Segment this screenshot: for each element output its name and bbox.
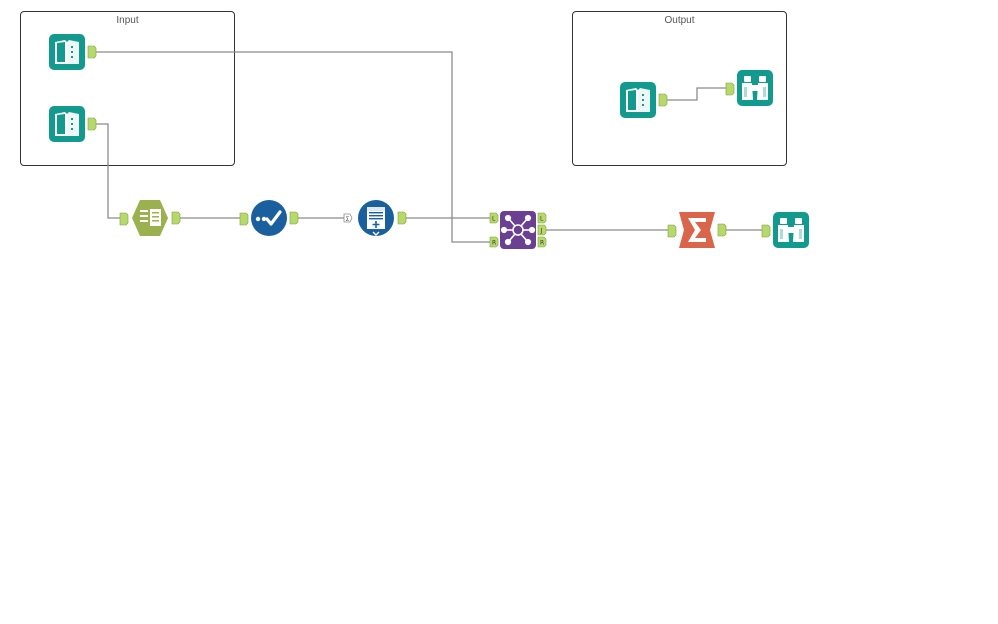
book-icon bbox=[55, 112, 79, 136]
text-to-columns-tool[interactable] bbox=[118, 199, 182, 237]
svg-text:L: L bbox=[492, 216, 496, 223]
output-input-data-tool[interactable] bbox=[619, 82, 669, 120]
output-container-title: Output bbox=[664, 15, 695, 26]
svg-text:R: R bbox=[540, 240, 544, 247]
summarize-tool[interactable] bbox=[666, 211, 728, 251]
table-columns-icon bbox=[140, 209, 161, 226]
browse-tool[interactable] bbox=[760, 212, 812, 250]
input-data-tool-1[interactable] bbox=[48, 34, 98, 72]
wire-input2-to-texttocols bbox=[96, 123, 122, 219]
append-fields-tool[interactable]: Σ bbox=[342, 199, 408, 239]
input-container-title: Input bbox=[116, 15, 139, 26]
svg-text:J: J bbox=[540, 228, 543, 235]
binoculars-icon bbox=[778, 218, 804, 242]
wire-input1-to-join bbox=[96, 51, 492, 243]
sigma-icon bbox=[688, 218, 706, 242]
output-browse-tool[interactable] bbox=[724, 70, 776, 108]
svg-text:Σ: Σ bbox=[346, 216, 350, 223]
svg-text:L: L bbox=[540, 216, 544, 223]
wire-output-input-to-browse bbox=[667, 87, 728, 101]
join-input-left-anchor bbox=[489, 212, 499, 224]
svg-text:R: R bbox=[492, 240, 496, 247]
book-icon bbox=[55, 40, 79, 64]
join-tool[interactable]: L R L J R bbox=[488, 209, 550, 251]
checkmark-icon bbox=[255, 210, 282, 226]
output-anchor bbox=[87, 117, 97, 131]
output-anchor bbox=[87, 45, 97, 59]
join-input-right-anchor bbox=[489, 236, 499, 248]
data-cleansing-tool[interactable] bbox=[238, 199, 300, 237]
table-add-icon bbox=[367, 207, 385, 236]
binoculars-icon bbox=[742, 76, 768, 100]
book-icon bbox=[626, 88, 650, 112]
join-network-icon bbox=[500, 214, 536, 246]
input-data-tool-2[interactable] bbox=[48, 106, 98, 144]
